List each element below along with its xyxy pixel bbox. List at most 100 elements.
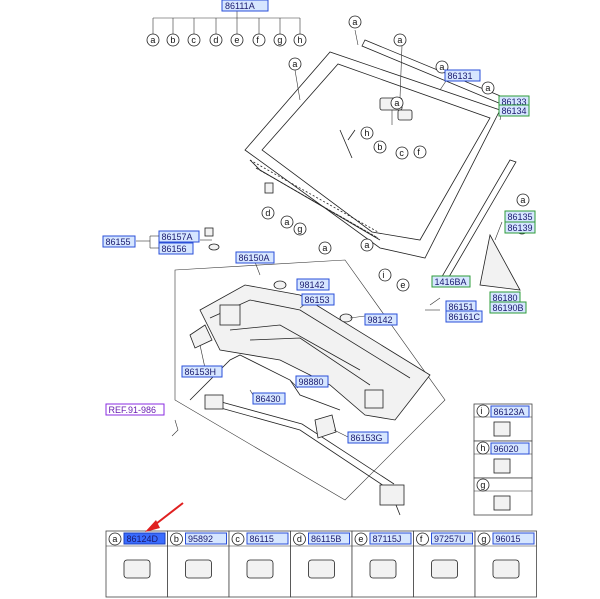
callout-e-top: e bbox=[230, 33, 244, 47]
bottom-table-letter-e-text: e bbox=[358, 534, 363, 544]
bottom-table-image-e bbox=[369, 559, 397, 579]
side-table-letter-g-text: g bbox=[480, 480, 485, 490]
part-label-86430-text: 86430 bbox=[256, 394, 281, 404]
bottom-table-letter-f: f bbox=[416, 532, 429, 546]
callout-b-b1: b bbox=[373, 140, 387, 154]
part-label-86135[interactable]: 86135 bbox=[504, 210, 536, 223]
highlight-arrow bbox=[145, 502, 184, 532]
part-label-86153[interactable]: 86153 bbox=[301, 293, 335, 306]
part-label-86157A[interactable]: 86157A bbox=[158, 230, 200, 243]
side-table-part-96020-text: 96020 bbox=[494, 444, 519, 454]
side-table-part-96020[interactable]: 96020 bbox=[490, 442, 530, 455]
part-label-86134[interactable]: 86134 bbox=[498, 104, 530, 117]
part-label-86155[interactable]: 86155 bbox=[102, 235, 136, 248]
part-label-86131[interactable]: 86131 bbox=[444, 69, 481, 82]
bottom-table-letter-e: e bbox=[354, 532, 368, 546]
callout-a-a9: a bbox=[280, 215, 294, 229]
callout-a-a6: a bbox=[481, 81, 495, 95]
part-label-86180[interactable]: 86180 bbox=[489, 291, 521, 304]
part-label-ref[interactable]: REF.91-986 bbox=[105, 403, 165, 416]
part-label-86150A-text: 86150A bbox=[239, 253, 270, 263]
part-label-86190B-text: 86190B bbox=[493, 303, 524, 313]
bottom-table-part-86115-text: 86115 bbox=[250, 534, 274, 544]
part-label-1416BA[interactable]: 1416BA bbox=[431, 275, 471, 288]
bottom-table-part-95892[interactable]: 95892 bbox=[185, 532, 227, 545]
part-label-86134-text: 86134 bbox=[502, 106, 527, 116]
callout-h-h1: h bbox=[360, 126, 374, 140]
part-label-86150A[interactable]: 86150A bbox=[235, 251, 275, 264]
part-label-86151-text: 86151 bbox=[449, 302, 474, 312]
callout-d-top: d bbox=[209, 33, 223, 47]
side-table-part-86123A-text: 86123A bbox=[494, 407, 525, 417]
bottom-table-letter-c: c bbox=[231, 532, 245, 546]
part-label-98880-text: 98880 bbox=[299, 377, 324, 387]
bottom-table-part-95892-text: 95892 bbox=[188, 534, 213, 544]
part-label-86430[interactable]: 86430 bbox=[252, 392, 286, 405]
bottom-table-part-86115[interactable]: 86115 bbox=[246, 532, 289, 545]
bottom-table-part-97257U[interactable]: 97257U bbox=[431, 532, 473, 545]
cowl-seal bbox=[204, 394, 405, 516]
bottom-table-letter-a: a bbox=[108, 532, 122, 546]
part-label-86111A[interactable]: 86111A bbox=[221, 0, 269, 12]
bottom-table-part-86124D-text: 86124D bbox=[127, 534, 159, 544]
callout-f-top: f bbox=[252, 33, 266, 47]
side-table-image-i bbox=[493, 421, 511, 437]
bottom-table-part-86124D[interactable]: 86124D bbox=[123, 532, 166, 545]
bottom-table-image-c bbox=[246, 559, 274, 579]
callout-b-top-text: b bbox=[170, 35, 175, 45]
part-label-86161C[interactable]: 86161C bbox=[445, 310, 483, 323]
part-label-86153G[interactable]: 86153G bbox=[347, 431, 389, 444]
callout-a-a9-text: a bbox=[284, 217, 289, 227]
part-label-86153H-text: 86153H bbox=[185, 367, 217, 377]
callout-a-a1-text: a bbox=[352, 17, 357, 27]
callout-a-a11: a bbox=[360, 238, 374, 252]
bottom-table-image-f bbox=[431, 559, 458, 579]
callout-a-a2: a bbox=[393, 33, 407, 47]
side-table-part-86123A[interactable]: 86123A bbox=[490, 405, 530, 418]
bottom-table-part-96015[interactable]: 96015 bbox=[492, 532, 535, 545]
side-table-letter-h: h bbox=[476, 441, 490, 455]
bottom-table-letter-b: b bbox=[170, 532, 183, 546]
callout-a-a6-text: a bbox=[485, 83, 490, 93]
callout-a-a10: a bbox=[318, 241, 332, 255]
callout-g-top-text: g bbox=[277, 35, 282, 45]
part-label-86156[interactable]: 86156 bbox=[158, 242, 194, 255]
part-label-86155-text: 86155 bbox=[106, 237, 131, 247]
side-table-letter-i-text: i bbox=[480, 406, 482, 416]
part-label-86153G-text: 86153G bbox=[351, 433, 383, 443]
callout-d-d1-text: d bbox=[265, 208, 270, 218]
bottom-table-part-87115J[interactable]: 87115J bbox=[369, 532, 412, 545]
callout-d-top-text: d bbox=[213, 35, 218, 45]
callout-f-f1-text: f bbox=[417, 147, 420, 157]
clips bbox=[204, 182, 274, 251]
part-label-98142b[interactable]: 98142 bbox=[364, 313, 398, 326]
part-label-86139[interactable]: 86139 bbox=[504, 221, 536, 234]
callout-a-top: a bbox=[146, 33, 160, 47]
bottom-table-part-87115J-text: 87115J bbox=[373, 534, 402, 544]
callout-g-top: g bbox=[273, 33, 287, 47]
callout-c-top: c bbox=[187, 33, 201, 47]
part-label-86153H[interactable]: 86153H bbox=[181, 365, 223, 378]
callout-i-i1: i bbox=[378, 268, 392, 282]
cowl-panel bbox=[199, 284, 431, 421]
callout-b-top: b bbox=[166, 33, 180, 47]
svg-text:86111A: 86111A bbox=[225, 1, 255, 11]
callout-a-a4: a bbox=[390, 96, 404, 110]
part-label-98142b-text: 98142 bbox=[368, 315, 393, 325]
part-label-86157A-text: 86157A bbox=[162, 232, 193, 242]
part-label-98142a[interactable]: 98142 bbox=[296, 278, 330, 291]
bottom-table-letter-g: g bbox=[477, 532, 491, 546]
part-label-86190B[interactable]: 86190B bbox=[489, 301, 527, 314]
callout-h-h1-text: h bbox=[364, 128, 369, 138]
part-label-98880[interactable]: 98880 bbox=[295, 375, 329, 388]
bottom-table-part-86115B[interactable]: 86115B bbox=[308, 532, 350, 545]
callout-a-a2-text: a bbox=[397, 35, 402, 45]
part-label-86133-text: 86133 bbox=[502, 97, 527, 107]
part-label-86135-text: 86135 bbox=[508, 212, 533, 222]
cowl-frame bbox=[174, 259, 446, 501]
side-table-letter-i: i bbox=[476, 404, 490, 418]
part-label-86131-text: 86131 bbox=[448, 71, 473, 81]
bottom-table-letter-b-text: b bbox=[174, 534, 179, 544]
part-label-86151[interactable]: 86151 bbox=[445, 300, 477, 313]
